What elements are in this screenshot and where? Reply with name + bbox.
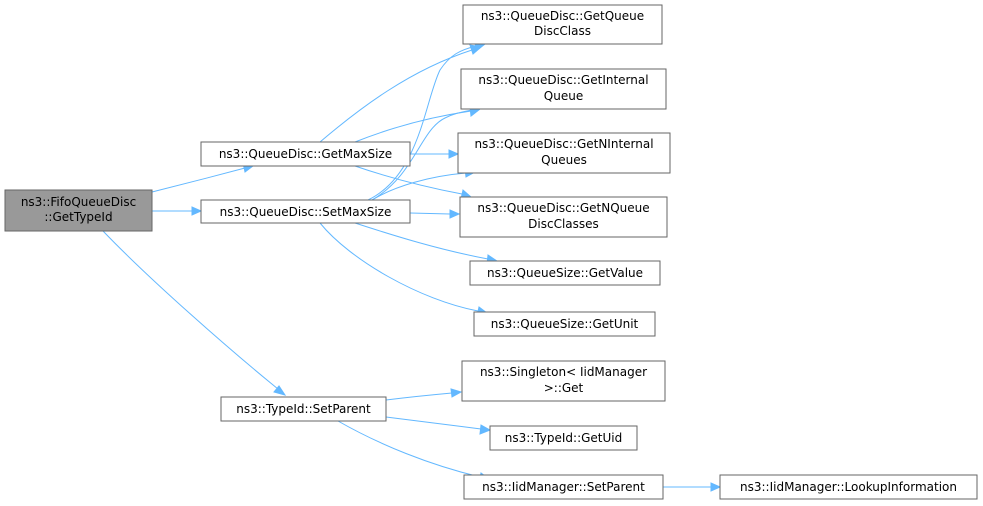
edge-getmaxsize-to-getninternalqueues xyxy=(410,149,460,159)
edge-fifo-to-typeid-setparent xyxy=(102,230,287,396)
node-label-line1: ns3::QueueDisc::GetInternal xyxy=(478,73,648,87)
node-queuedisc-getmaxsize[interactable]: ns3::QueueDisc::GetMaxSize xyxy=(200,141,411,167)
node-queuedisc-getnqueuediscclasses[interactable]: ns3::QueueDisc::GetNQueue DiscClasses xyxy=(459,196,668,238)
node-queuedisc-getqueuediscclass[interactable]: ns3::QueueDisc::GetQueue DiscClass xyxy=(462,4,663,45)
node-singleton-iidmanager-get[interactable]: ns3::Singleton< IidManager >::Get xyxy=(461,360,666,402)
node-iidmanager-setparent[interactable]: ns3::IidManager::SetParent xyxy=(463,474,664,500)
node-label-line2: DiscClass xyxy=(534,24,591,38)
node-label-line2: Queues xyxy=(541,153,587,167)
node-queuesize-getvalue[interactable]: ns3::QueueSize::GetValue xyxy=(469,260,661,286)
edge-typeid-setparent-to-iid-setparent xyxy=(337,420,491,483)
node-label-line1: ns3::FifoQueueDisc xyxy=(21,195,136,209)
edges xyxy=(102,41,722,492)
node-label-line1: ns3::Singleton< IidManager xyxy=(480,365,647,379)
node-typeid-setparent[interactable]: ns3::TypeId::SetParent xyxy=(220,396,387,422)
node-label: ns3::QueueSize::GetUnit xyxy=(491,317,639,331)
node-label-line2: ::GetTypeId xyxy=(44,210,112,224)
node-label: ns3::QueueDisc::SetMaxSize xyxy=(220,205,392,219)
edge-setmaxsize-to-getnqueuediscclasses xyxy=(409,209,461,219)
node-label-line1: ns3::QueueDisc::GetQueue xyxy=(481,9,644,23)
node-label: ns3::IidManager::LookupInformation xyxy=(740,480,957,494)
node-label-line2: >::Get xyxy=(544,381,584,395)
node-label-line2: Queue xyxy=(544,89,583,103)
edge-getmaxsize-to-getqueuediscclass xyxy=(319,44,483,143)
node-label-line1: ns3::QueueDisc::GetNQueue xyxy=(477,201,649,215)
node-typeid-getuid[interactable]: ns3::TypeId::GetUid xyxy=(489,425,638,451)
edge-typeid-setparent-to-getuid xyxy=(385,416,492,435)
node-label: ns3::QueueSize::GetValue xyxy=(487,266,643,280)
node-label-line1: ns3::QueueDisc::GetNInternal xyxy=(474,137,653,151)
node-fifoqueuedisc-gettypeid[interactable]: ns3::FifoQueueDisc ::GetTypeId xyxy=(4,189,153,232)
node-label: ns3::IidManager::SetParent xyxy=(482,480,645,494)
nodes: ns3::FifoQueueDisc ::GetTypeId ns3::Queu… xyxy=(4,4,978,500)
node-label-line2: DiscClasses xyxy=(528,217,599,231)
node-label: ns3::QueueDisc::GetMaxSize xyxy=(219,147,392,161)
edge-typeid-setparent-to-singleton-get xyxy=(385,388,463,401)
edge-iid-setparent-to-lookupinformation xyxy=(663,482,722,492)
node-label: ns3::TypeId::GetUid xyxy=(505,431,623,445)
edge-fifo-to-setmaxsize xyxy=(152,206,203,216)
node-queuesize-getunit[interactable]: ns3::QueueSize::GetUnit xyxy=(473,311,656,337)
node-iidmanager-lookupinformation[interactable]: ns3::IidManager::LookupInformation xyxy=(719,474,978,500)
edge-setmaxsize-to-getninternalqueues xyxy=(371,168,477,201)
edge-fifo-to-getmaxsize xyxy=(151,162,255,193)
node-label: ns3::TypeId::SetParent xyxy=(236,402,371,416)
node-queuedisc-getninternalqueues[interactable]: ns3::QueueDisc::GetNInternal Queues xyxy=(457,132,671,174)
node-queuedisc-setmaxsize[interactable]: ns3::QueueDisc::SetMaxSize xyxy=(200,199,411,224)
node-queuedisc-getinternalqueue[interactable]: ns3::QueueDisc::GetInternal Queue xyxy=(460,68,667,110)
